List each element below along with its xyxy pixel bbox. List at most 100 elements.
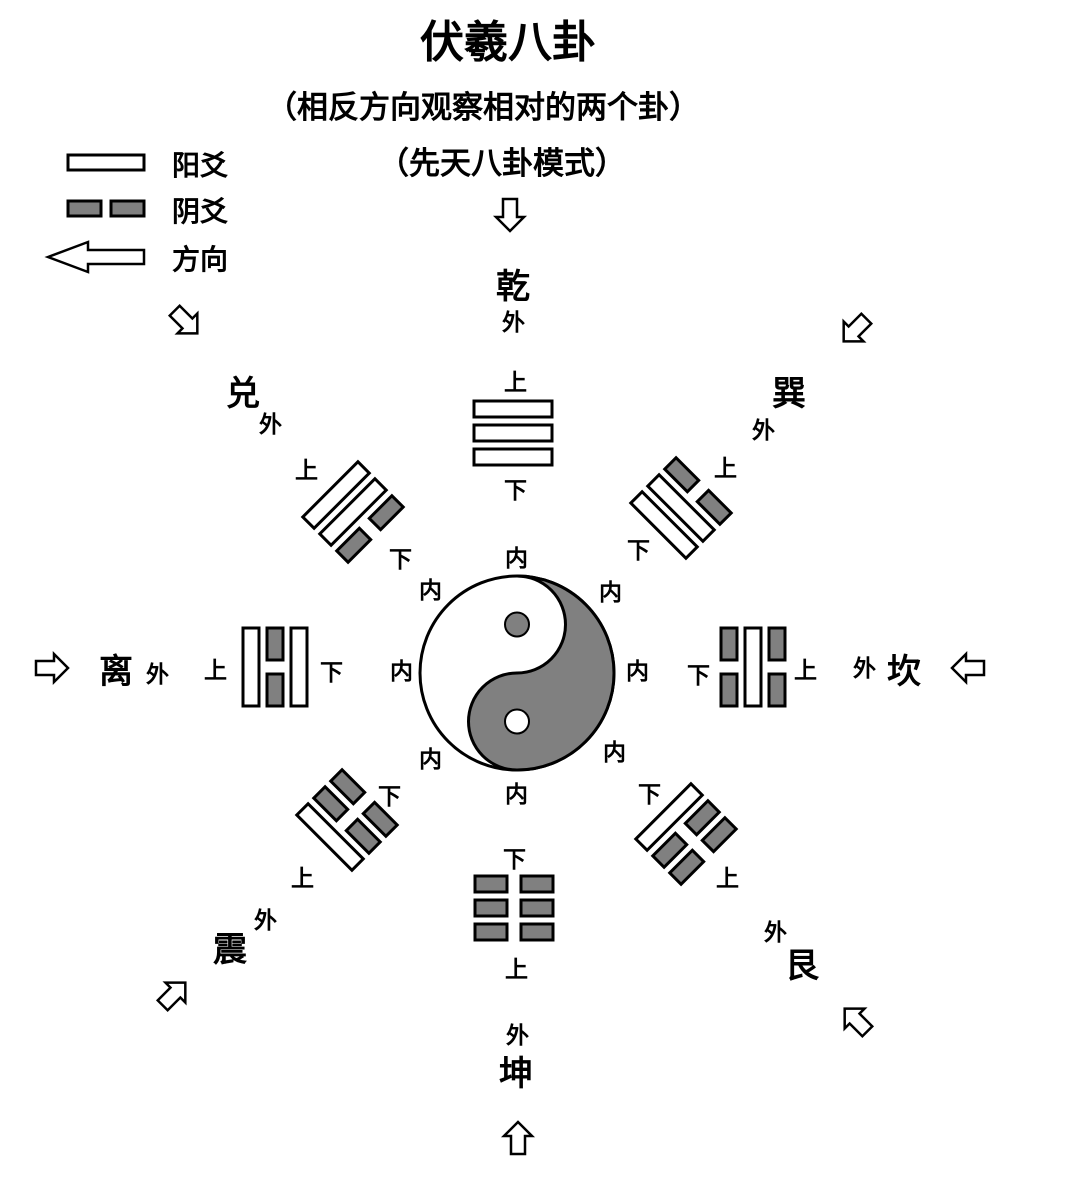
trigram-2-yin-line (334, 526, 373, 565)
trigram-2-yang-line (300, 459, 372, 531)
legend (44, 153, 146, 274)
diagram-subtitle-mode: （先天八卦模式） (378, 146, 626, 182)
trigram-8-yang-line (645, 472, 717, 544)
diagram-title: 伏羲八卦 (420, 17, 596, 68)
trigram-5-yin-line (473, 898, 509, 918)
trigram-7-top-label: 上 (794, 658, 817, 684)
trigram-8-yin-line (695, 488, 734, 527)
legend-yang-line (66, 153, 146, 172)
trigram-4-direction-arrow-icon (155, 981, 187, 1013)
trigram-8-direction-arrow-icon (842, 311, 874, 343)
trigram-3-top-label: 上 (204, 658, 227, 684)
trigram-6-yin-line (683, 798, 722, 837)
trigram-1-yang-line (472, 447, 554, 467)
trigram-7-yin-line (719, 626, 739, 662)
trigram-5-top-label: 上 (505, 957, 528, 983)
trigram-1-yang-line (472, 423, 554, 443)
trigram-4-yang-line (294, 801, 366, 873)
trigram-2-bottom-label: 下 (389, 547, 412, 573)
trigram-5-yin-line (473, 922, 509, 942)
trigram-7-yin-line (767, 626, 787, 662)
trigram-5-yin-line (519, 874, 555, 894)
trigram-6-direction-arrow-icon (843, 1007, 875, 1039)
legend-direction-label: 方向 (172, 243, 229, 276)
trigram-6-yin-line (650, 831, 689, 870)
trigram-5-symbol (473, 874, 555, 942)
trigram-4-yin-line (328, 767, 367, 806)
trigram-1-bottom-label: 下 (504, 478, 527, 504)
trigram-8-inner-label: 内 (599, 580, 622, 606)
trigram-4-bottom-label: 下 (378, 784, 401, 810)
trigram-2-symbol (300, 459, 406, 565)
trigram-1-top-label: 上 (504, 370, 527, 396)
legend-yin-label: 阴爻 (172, 195, 229, 228)
trigram-3-yin-line (265, 672, 285, 708)
trigram-4-symbol (294, 767, 400, 873)
trigram-7-yin-line (719, 672, 739, 708)
diagram-subtitle: （相反方向观察相对的两个卦） (266, 90, 700, 126)
trigram-1-direction-arrow-icon (492, 197, 528, 233)
trigram-8-top-label: 上 (714, 456, 737, 482)
trigram-3-yin-line (265, 626, 285, 662)
trigram-8-symbol (628, 455, 734, 561)
trigram-7-yin-line (767, 672, 787, 708)
trigram-2-direction-arrow-icon (167, 303, 199, 335)
trigram-7-outer-label: 外 (853, 656, 876, 682)
trigram-4-yin-line (344, 817, 383, 856)
legend-yin-line-left (66, 199, 103, 218)
trigram-2-inner-label: 内 (419, 578, 442, 604)
trigram-4-outer-label: 外 (254, 908, 277, 934)
trigram-6-outer-label: 外 (764, 920, 787, 946)
trigram-6-yin-line (700, 815, 739, 854)
trigram-7-bottom-label: 下 (687, 663, 710, 689)
trigram-6-symbol (633, 781, 739, 887)
yin-eye (504, 708, 530, 735)
yang-eye (504, 611, 530, 638)
trigram-5-outer-label: 外 (506, 1023, 529, 1049)
trigram-2-outer-label: 外 (259, 412, 282, 438)
trigram-5-bottom-label: 下 (503, 847, 526, 873)
trigram-2-name: 兑 (226, 374, 260, 414)
trigram-4-name: 震 (213, 930, 247, 970)
trigram-3-bottom-label: 下 (320, 660, 343, 686)
trigram-3-yang-line (241, 626, 261, 708)
trigram-3-name: 离 (99, 652, 133, 692)
trigram-8-yin-line (662, 455, 701, 494)
trigram-1-symbol (472, 399, 554, 467)
trigram-5-yin-line (519, 898, 555, 918)
trigram-1-name: 乾 (496, 267, 530, 307)
trigram-7-symbol (719, 626, 787, 708)
trigram-6-yang-line (633, 781, 705, 853)
trigram-7-inner-label: 内 (626, 659, 649, 685)
trigram-8-yang-line (628, 489, 700, 561)
trigram-6-bottom-label: 下 (638, 782, 661, 808)
trigram-4-top-label: 上 (291, 866, 314, 892)
trigram-5-yin-line (473, 874, 509, 894)
trigram-2-yin-line (367, 493, 406, 532)
trigram-4-yin-line (311, 784, 350, 823)
legend-yin-line-right (109, 199, 146, 218)
trigram-6-inner-label: 内 (603, 740, 626, 766)
trigram-7-name: 坎 (887, 652, 921, 692)
trigram-4-inner-label: 内 (419, 747, 442, 773)
trigram-6-top-label: 上 (716, 866, 739, 892)
trigram-8-outer-label: 外 (752, 418, 775, 444)
trigram-4-yin-line (361, 800, 400, 839)
yin-yang-symbol (418, 574, 616, 772)
trigram-5-direction-arrow-icon (500, 1120, 536, 1156)
trigram-6-name: 艮 (785, 946, 819, 986)
trigram-2-top-label: 上 (295, 458, 318, 484)
trigram-5-inner-label: 内 (505, 782, 528, 808)
legend-yang-label: 阳爻 (172, 149, 229, 182)
trigram-2-yang-line (317, 476, 389, 548)
trigram-3-direction-arrow-icon (34, 650, 70, 686)
trigram-3-inner-label: 内 (390, 659, 413, 685)
legend-arrow-icon (44, 240, 146, 274)
trigram-8-name: 巽 (772, 374, 806, 414)
trigram-1-outer-label: 外 (502, 310, 525, 336)
trigram-7-yang-line (743, 626, 763, 708)
trigram-7-direction-arrow-icon (950, 650, 986, 686)
trigram-8-bottom-label: 下 (627, 538, 650, 564)
